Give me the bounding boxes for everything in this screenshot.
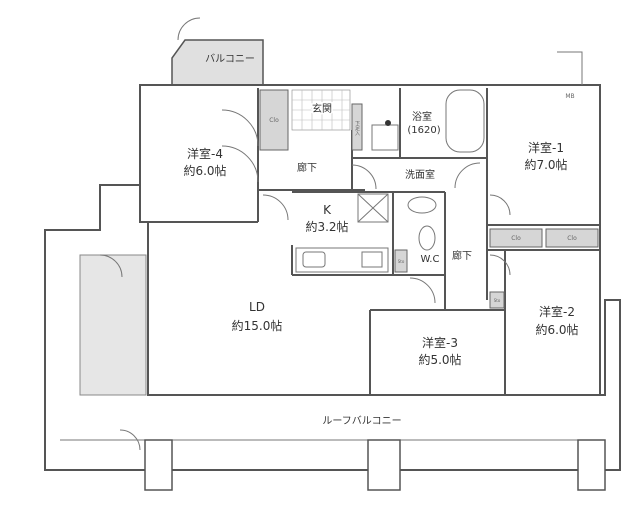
room-3-label: 洋室-3 xyxy=(422,335,458,350)
room-1-size: 約7.0帖 xyxy=(524,157,567,172)
outer-wall xyxy=(139,84,601,396)
ld-size: 約15.0帖 xyxy=(232,318,283,333)
ld-label: LD xyxy=(249,300,265,314)
storage-wc xyxy=(394,249,408,273)
kitchen-sink xyxy=(302,251,326,268)
roof-balcony-label: ルーフバルコニー xyxy=(322,415,401,427)
storage-label: Sto xyxy=(494,298,501,303)
wash-basin xyxy=(407,196,437,214)
entrance-tiles xyxy=(291,89,351,131)
kitchen-label: K xyxy=(323,203,332,217)
pillar xyxy=(577,439,606,491)
roof-balcony-floor xyxy=(79,254,147,396)
range-hood xyxy=(357,193,389,223)
mb-label: MB xyxy=(565,93,574,100)
kitchen-size: 約3.2帖 xyxy=(305,219,348,234)
entrance-label: 玄関 xyxy=(312,102,332,115)
kitchen-counter xyxy=(295,247,389,273)
interior-walls xyxy=(148,88,600,395)
room-2-size: 約6.0帖 xyxy=(535,322,578,337)
stove xyxy=(361,251,383,268)
bathtub xyxy=(445,89,485,153)
pillar xyxy=(144,439,173,491)
closet-label: Clo xyxy=(567,235,577,242)
hallway-upper-label: 廊下 xyxy=(297,161,317,174)
bathroom-label: 浴室 xyxy=(412,110,432,123)
door-swings xyxy=(99,17,511,451)
closet-label: Clo xyxy=(269,117,279,124)
room-4-label: 洋室-4 xyxy=(187,146,223,161)
closet-room4 xyxy=(259,89,289,151)
water-heater xyxy=(371,124,399,151)
toilet-fixture xyxy=(418,225,436,251)
mb-wall xyxy=(557,51,583,85)
room-1-label: 洋室-1 xyxy=(528,140,564,155)
shoe-cabinet xyxy=(351,103,363,151)
closet-room1-b xyxy=(545,228,599,248)
room-4-size: 約6.0帖 xyxy=(183,163,226,178)
storage-room2 xyxy=(489,291,505,309)
hallway-right-label: 廊下 xyxy=(452,249,472,262)
pipe-shaft xyxy=(385,120,391,126)
room-3-size: 約5.0帖 xyxy=(418,352,461,367)
room-2-label: 洋室-2 xyxy=(539,304,575,319)
closet-label: Clo xyxy=(511,235,521,242)
bathroom-size: (1620) xyxy=(407,125,440,136)
toilet-label: W.C xyxy=(421,254,440,265)
storage-label: Sto xyxy=(398,259,405,264)
shoe-cabinet-label: 下足入 xyxy=(354,121,360,136)
balcony-label: バルコニー xyxy=(205,53,255,65)
closet-room1-a xyxy=(489,228,543,248)
pillar xyxy=(367,439,401,491)
washroom-label: 洗面室 xyxy=(405,168,435,181)
